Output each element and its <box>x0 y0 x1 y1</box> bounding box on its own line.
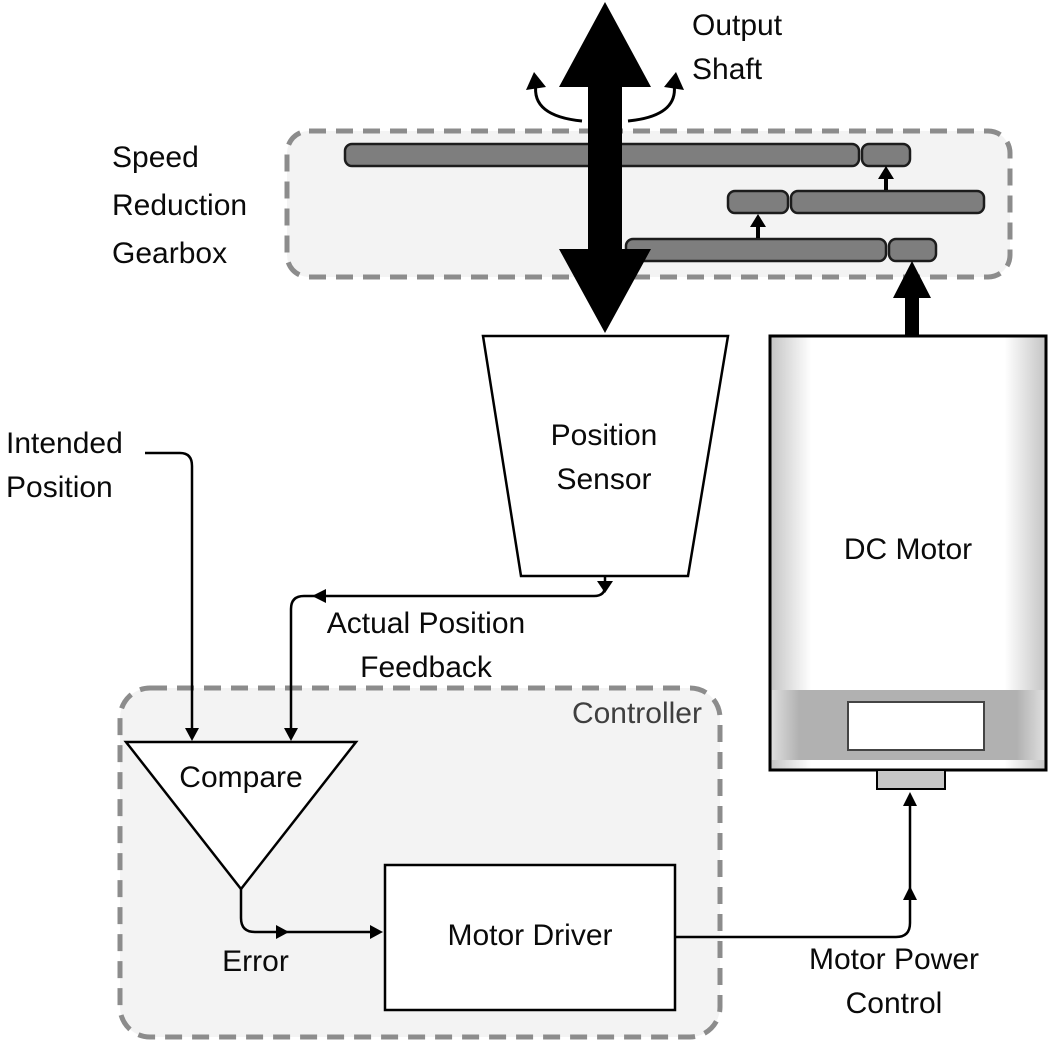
compare-shape <box>123 740 359 892</box>
output-shaft-arrow <box>559 2 651 333</box>
rotation-arrows <box>526 72 684 123</box>
arrowhead-down-icon <box>284 728 298 741</box>
arrowhead-down-icon <box>597 581 613 593</box>
arrowhead-up-icon <box>903 792 917 806</box>
dc-motor-terminal-window <box>847 701 985 751</box>
arrowhead-right-icon <box>370 925 383 939</box>
arrowhead-right-icon <box>276 925 289 939</box>
dc-motor-shaft-tab <box>876 769 946 790</box>
gear-bar <box>789 189 986 215</box>
motor-to-gearbox-arrow <box>893 261 931 336</box>
intended-position-wire <box>145 451 199 741</box>
feedback-wire <box>284 577 613 741</box>
arrowhead-icon <box>664 72 684 90</box>
gear-bar <box>624 237 888 263</box>
motor-power-wire <box>675 792 917 939</box>
arrowhead-up-icon <box>750 214 766 227</box>
gear-bar <box>887 237 938 263</box>
motor-driver-box <box>383 863 677 1012</box>
error-wire <box>239 889 383 939</box>
gear-bar <box>860 142 912 168</box>
gear-train <box>343 142 986 263</box>
gear-bar <box>726 189 790 215</box>
arrowhead-icon <box>526 72 546 90</box>
dc-motor-shape <box>768 334 1048 790</box>
position-sensor-shape <box>481 334 730 578</box>
arrowhead-up-icon <box>878 166 894 179</box>
arrowhead-up-icon <box>903 886 917 900</box>
arrowhead-left-icon <box>312 589 326 603</box>
gear-link-arrows <box>750 166 894 238</box>
arrowhead-down-icon <box>185 728 199 741</box>
